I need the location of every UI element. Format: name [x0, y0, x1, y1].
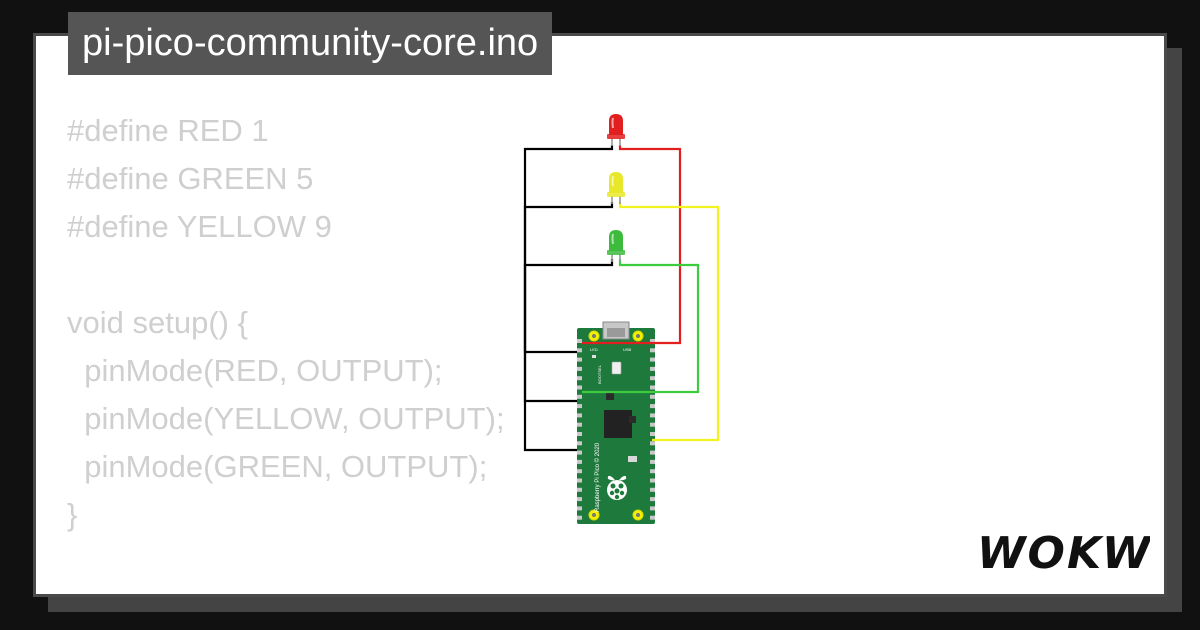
pico-pin-right — [650, 422, 655, 427]
led-green — [607, 230, 625, 262]
ground-wires — [523, 145, 614, 452]
ground-wire-yellow-led — [523, 202, 614, 403]
pico-pin-right — [650, 366, 655, 371]
small-component — [628, 456, 637, 462]
ground-wire-red-led — [523, 145, 614, 354]
bootsel-button — [611, 361, 622, 375]
board-led-label: LED — [590, 347, 598, 352]
pico-pin-left — [577, 459, 582, 464]
pico-pin-right — [650, 450, 655, 455]
pico-pin-left — [577, 478, 582, 483]
flash-chip — [629, 416, 636, 423]
wokwi-logo: WOKWI — [977, 528, 1150, 579]
pico-pin-left — [577, 366, 582, 371]
preview-card — [33, 33, 1167, 597]
pico-pin-right — [650, 515, 655, 520]
pico-pin-right — [650, 506, 655, 511]
pico-pin-left — [577, 506, 582, 511]
pico-right-pins — [650, 339, 655, 520]
signal-wires — [582, 145, 720, 442]
led-yellow — [607, 172, 625, 204]
wokwi-logo-text: WOKWI — [977, 528, 1150, 579]
led-red — [607, 114, 625, 146]
pico-pin-left — [577, 404, 582, 409]
pico-pin-right — [650, 357, 655, 362]
board-usb-label: USB — [623, 347, 632, 352]
pico-pin-right — [650, 413, 655, 418]
pico-pin-left — [577, 413, 582, 418]
pico-pin-left — [577, 450, 582, 455]
pico-pin-right — [650, 469, 655, 474]
pico-pin-left — [577, 357, 582, 362]
usb-port — [607, 328, 625, 337]
pico-board: LED USB BOOTSEL Raspberry Pi Pico © 2020 — [577, 321, 655, 524]
pico-pin-right — [650, 487, 655, 492]
pico-pin-right — [650, 441, 655, 446]
pico-pin-left — [577, 469, 582, 474]
code-listing: #define RED 1 #define GREEN 5 #define YE… — [67, 113, 505, 532]
pico-pin-right — [650, 339, 655, 343]
board-side-text: Raspberry Pi Pico © 2020 — [594, 442, 601, 512]
pico-pin-left — [577, 422, 582, 427]
pico-pin-right — [650, 497, 655, 502]
pico-pin-left — [577, 497, 582, 502]
small-chip — [606, 392, 614, 400]
code-viewport: #define RED 1 #define GREEN 5 #define YE… — [37, 37, 1163, 593]
pico-pin-left — [577, 339, 582, 343]
wire-green-signal — [582, 259, 700, 394]
ground-wire-green-led — [523, 259, 614, 452]
pico-pin-left — [577, 385, 582, 390]
pico-pin-left — [577, 487, 582, 492]
rp2040-chip — [604, 410, 632, 438]
pico-pin-right — [650, 459, 655, 464]
pico-pin-right — [650, 376, 655, 381]
bootsel-label: BOOTSEL — [597, 364, 602, 384]
pico-pin-right — [650, 394, 655, 399]
pico-pin-left — [577, 348, 582, 353]
pico-pin-left — [577, 515, 582, 520]
file-title-tab: pi-pico-community-core.ino — [68, 12, 553, 75]
wire-red-signal — [582, 145, 682, 345]
pico-pin-left — [577, 432, 582, 436]
board-led — [592, 355, 596, 358]
raspberry-logo-icon — [607, 475, 627, 500]
pico-pin-right — [650, 385, 655, 390]
pico-pin-right — [650, 404, 655, 409]
file-title: pi-pico-community-core.ino — [82, 22, 539, 64]
pico-left-pins — [577, 339, 582, 520]
wire-yellow-signal — [618, 202, 720, 442]
led-group — [607, 114, 625, 262]
pico-pin-right — [650, 478, 655, 483]
pico-pin-left — [577, 441, 582, 446]
pico-pin-left — [577, 394, 582, 399]
pico-pin-right — [650, 348, 655, 353]
pico-pin-right — [650, 432, 655, 436]
pico-pin-left — [577, 376, 582, 381]
